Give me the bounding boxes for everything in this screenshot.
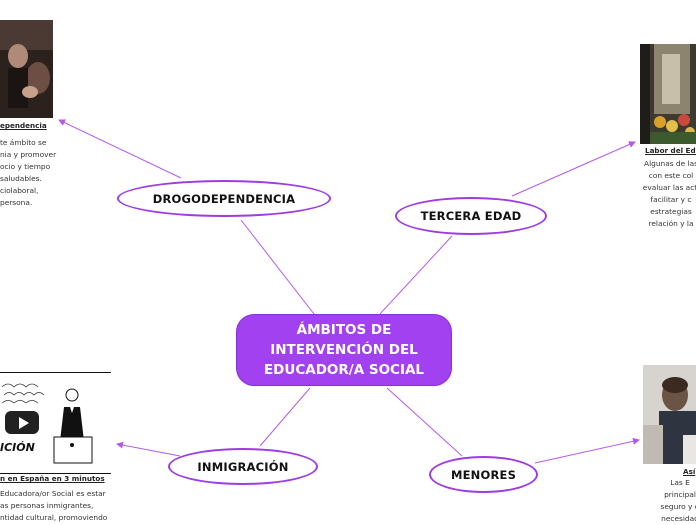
inmigracion-video-thumbnail[interactable]: ICIÓN — [0, 372, 111, 474]
drogodependencia-photo[interactable] — [0, 20, 53, 118]
play-button-icon[interactable] — [5, 411, 39, 434]
link-central-drogodependencia — [240, 219, 315, 315]
link-central-inmigracion — [259, 387, 311, 447]
link-inmigracion-note — [116, 441, 181, 457]
link-menores-note — [534, 437, 640, 464]
inmigracion-video-image — [0, 373, 111, 470]
central-topic[interactable]: ÁMBITOS DE INTERVENCIÓN DEL EDUCADOR/A S… — [236, 314, 452, 386]
inmigracion-text: Educadora/or Social es estar as personas… — [0, 489, 108, 522]
menores-photo[interactable] — [643, 365, 696, 464]
drogodependencia-image — [0, 20, 53, 118]
tercera-edad-image — [640, 44, 696, 144]
topic-drogodependencia-label: DROGODEPENDENCIA — [152, 191, 296, 206]
topic-menores-label: MENORES — [450, 467, 517, 482]
tercera-edad-text: Algunas de las con este col evaluar las … — [642, 159, 696, 228]
menores-image — [643, 365, 696, 464]
link-central-menores — [386, 387, 463, 457]
menores-caption[interactable]: Así — [683, 467, 696, 476]
topic-inmigracion-label: INMIGRACIÓN — [197, 459, 289, 474]
inmigracion-caption[interactable]: n en España en 3 minutos — [0, 474, 105, 483]
central-topic-label: ÁMBITOS DE INTERVENCIÓN DEL EDUCADOR/A S… — [263, 322, 425, 378]
topic-inmigracion[interactable]: INMIGRACIÓN — [168, 448, 318, 485]
topic-menores[interactable]: MENORES — [429, 456, 538, 493]
link-central-tercera-edad — [379, 235, 453, 315]
menores-text: Las E principal seguro y d necesidad — [660, 478, 696, 523]
link-drogodependencia-note — [58, 119, 182, 179]
drogodependencia-caption[interactable]: ependencia — [0, 121, 47, 130]
tercera-edad-caption[interactable]: Labor del Educ — [645, 146, 696, 155]
topic-tercera-edad-label: TERCERA EDAD — [420, 209, 522, 223]
topic-drogodependencia[interactable]: DROGODEPENDENCIA — [117, 180, 331, 217]
tercera-edad-photo[interactable] — [640, 44, 696, 144]
link-tercera-edad-note — [511, 141, 636, 197]
drogodependencia-text: te ámbito se nia y promover ocio y tiemp… — [0, 138, 57, 207]
inmigracion-video-overlay-text: ICIÓN — [0, 441, 35, 454]
topic-tercera-edad[interactable]: TERCERA EDAD — [395, 197, 547, 235]
